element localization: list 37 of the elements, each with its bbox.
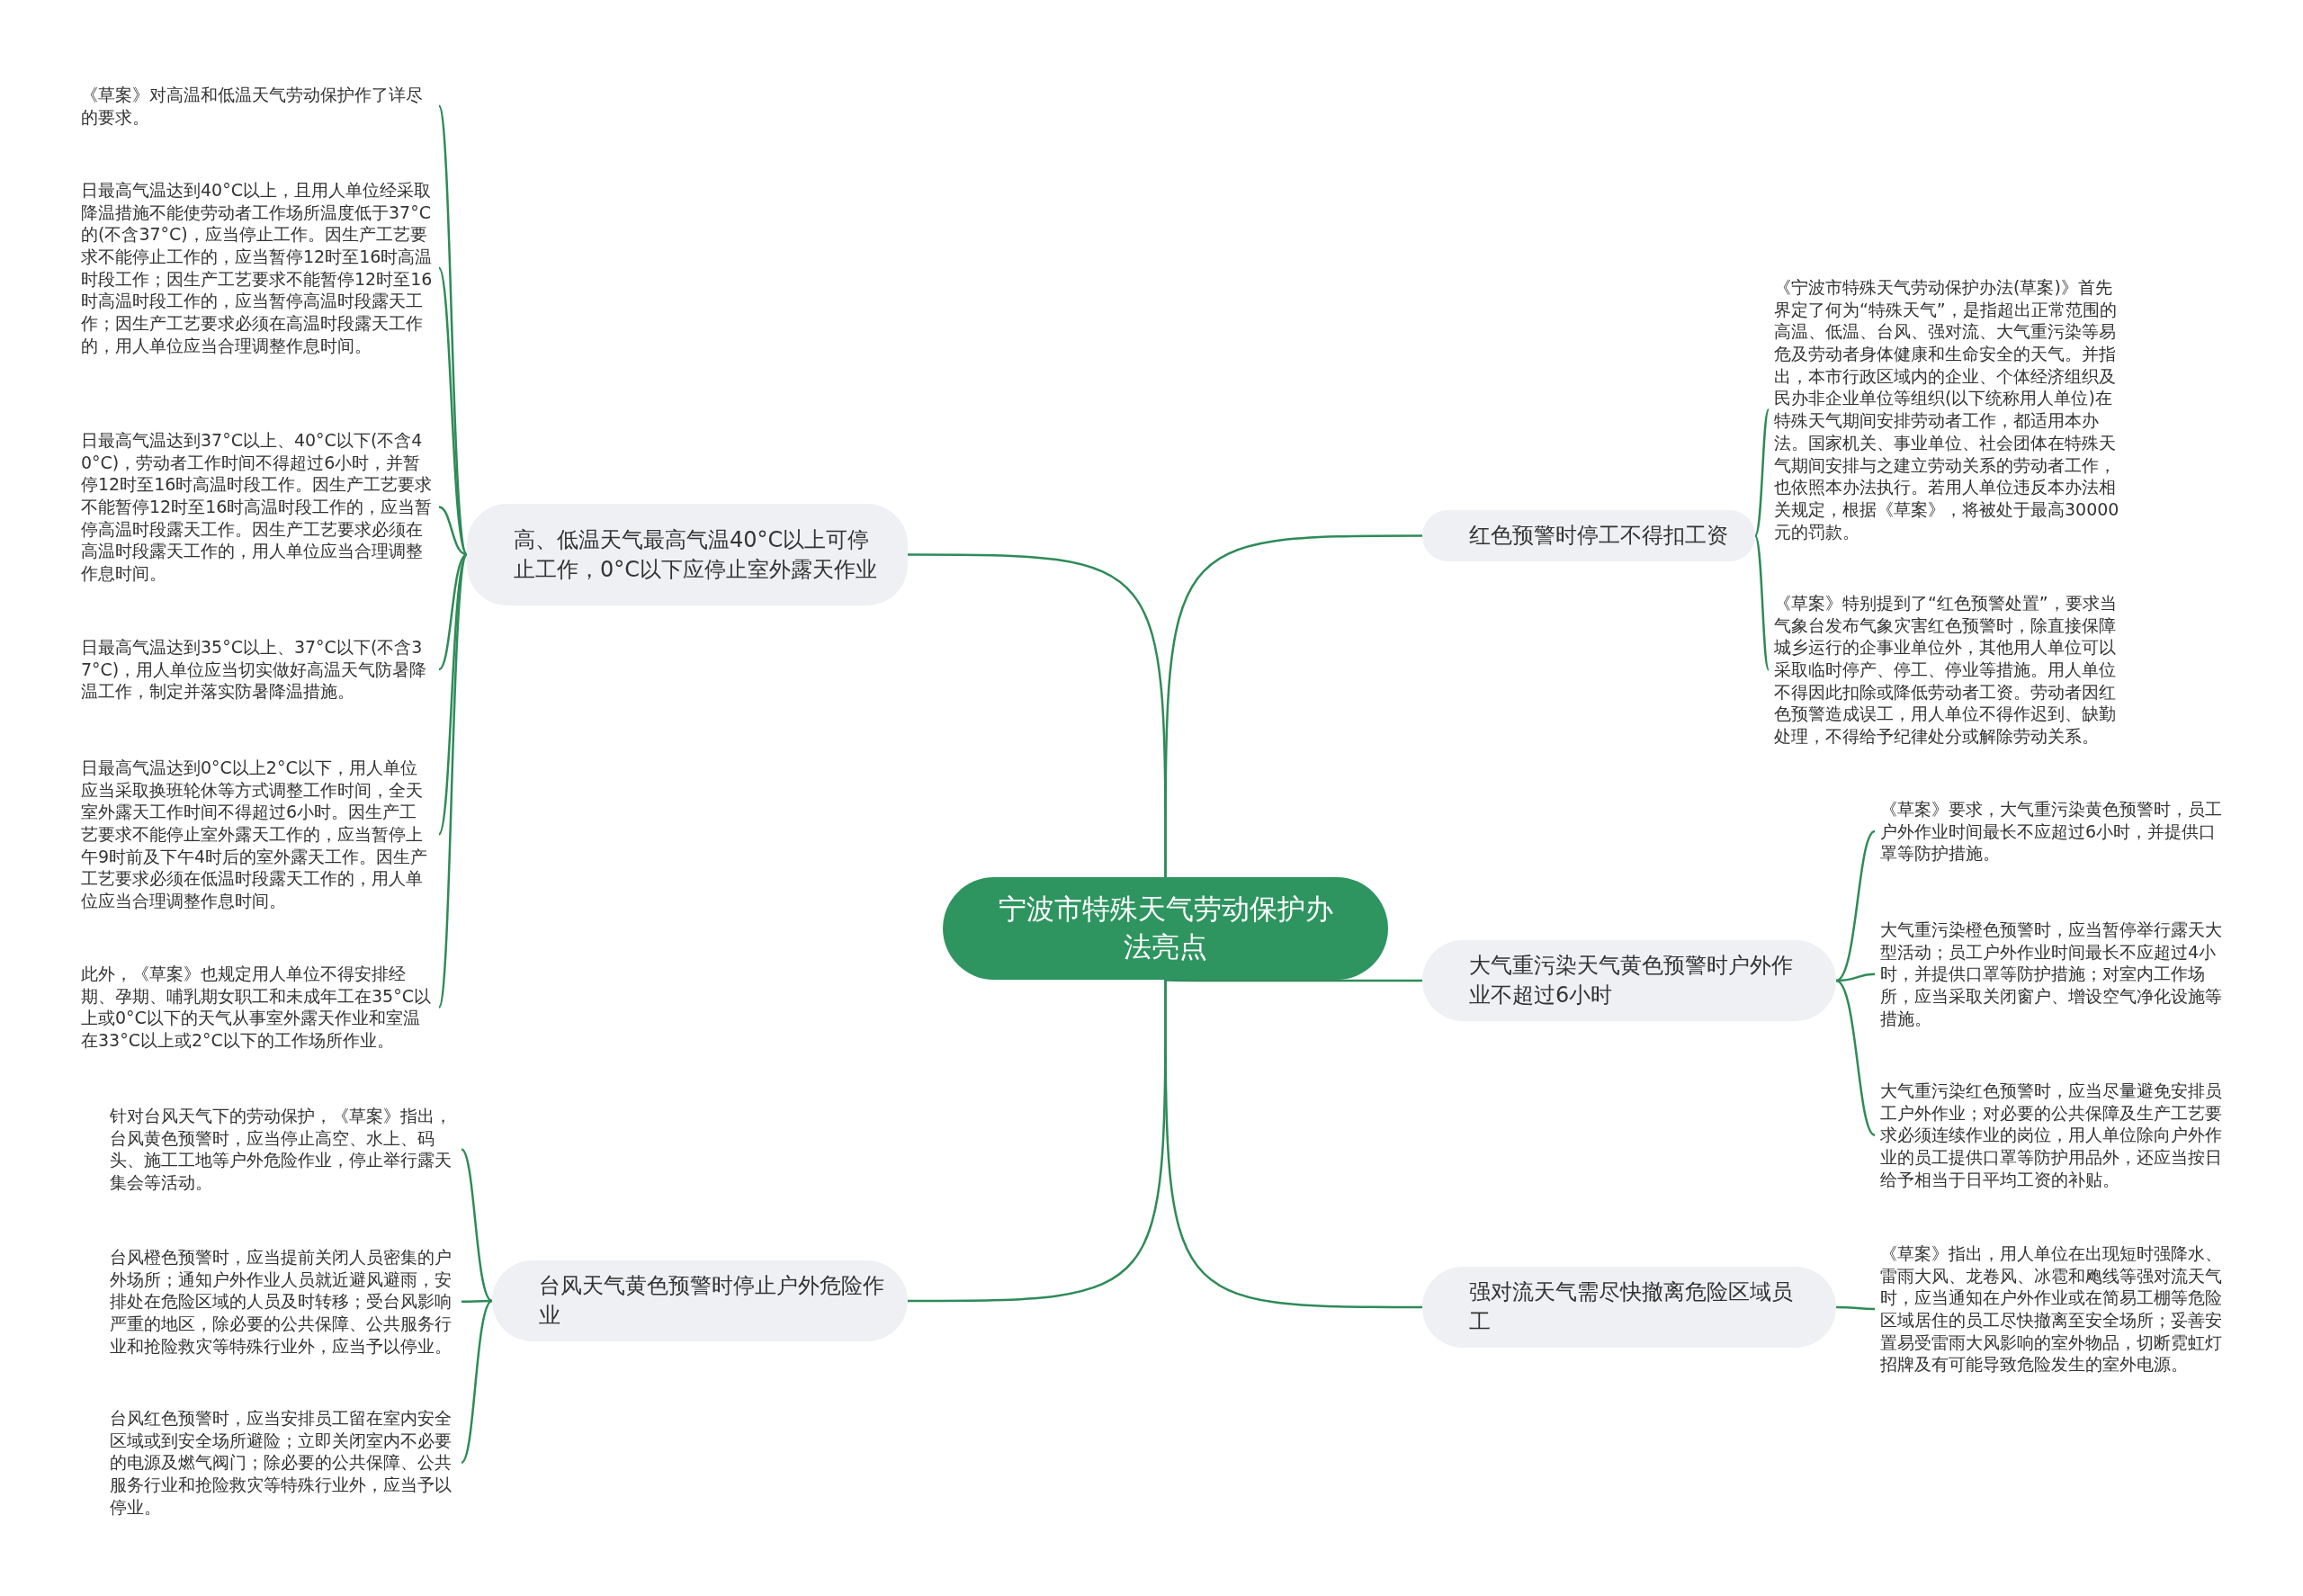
note-text: 《宁波市特殊天气劳动保护办法(草案)》首先界定了何为“特殊天气”，是指超出正常范围的高温、低温、台风、强对流、大气重污染等易危及劳动者身体健康和生命安全的天气。并指出，本市行政区域内的企业、个体经济组织及民办非企业单位等组织(以下统称用人单位)在特殊天气期间安排劳动者工作，都适用本办法。国家机关、事业单位、社会团体在特殊天气期间安排与之建立劳动关系的劳动者工作，也依照本办法执行。若用人单位违反本办法相关规定，根据《草案》，将被处于最高30000元的罚款。 [1774,276,2119,543]
connector-line [1836,1305,1875,1311]
note-text: 针对台风天气下的劳动保护，《草案》指出，台风黄色预警时，应当停止高空、水上、码头、施工工地等户外危险作业，停止举行露天集会等活动。 [110,1105,456,1194]
note-text: 《草案》要求，大气重污染黄色预警时，员工户外作业时间最长不应超过6小时，并提供口罩等防护措施。 [1880,798,2227,865]
note-text: 台风红色预警时，应当安排员工留在室内安全区域或到安全场所避险；立即关闭室内不必要的电源及燃气阀门；除必要的公共保障、公共服务行业和抢险救灾等特殊行业外，应当予以停业。 [110,1407,456,1519]
connector-line [437,105,469,555]
connector-line [438,553,468,670]
note-text: 日最高气温达到37°C以上、40°C以下(不含40°C)，劳动者工作时间不得超过6小时，并暂停12时至16时高温时段工作。因生产工艺要求不能暂停12时至16时高温时段工作的，应当暂停高温时段露天工作。因生产工艺要求必须在高温时段露天工作的，用人单位应当合理调整作息时间。 [81,429,434,585]
note-text: 台风橙色预警时，应当提前关闭人员密集的户外场所；通知户外作业人员就近避风避雨，安排处在危险区域的人员及时转移；受台风影响严重的地区，除必要的公共保障、公共服务行业和抢险救灾等特殊行业外，应当予以停业。 [110,1246,456,1358]
connector-line [461,1299,492,1303]
connector-line [461,1148,493,1302]
note-text: 《草案》指出，用人单位在出现短时强降水、雷雨大风、龙卷风、冰雹和飑线等强对流天气时，应当通知在户外作业或在简易工棚等危险区域居住的员工尽快撤离至安全场所；妥善安置易受雷雨大风影响的室外物品，切断霓虹灯招牌及有可能导致危险发生的室外电源。 [1880,1242,2227,1376]
topic-box: 大气重污染天气黄色预警时户外作业不超过6小时 [1422,940,1836,1021]
connector-line [437,267,469,556]
note-text: 日最高气温达到40°C以上，且用人单位经采取降温措施不能使劳动者工作场所温度低于37°C的(不含37°C)，应当停止工作。因生产工艺要求不能停止工作的，应当暂停12时至16时高温时段工作；因生产工艺要求不能暂停12时至16时高温时段工作的，应当暂停高温时段露天工作；因生产工艺要求必须在高温时段露天工作的，用人单位应当合理调整作息时间。 [81,179,434,357]
connector-line [1835,979,1876,1136]
connector-line [1164,980,1422,1309]
topic-box: 强对流天气需尽快撤离危险区域员工 [1422,1267,1836,1348]
connector-line [1753,534,1770,670]
connector-line [1753,408,1770,537]
note-text: 日最高气温达到0°C以上2°C以下，用人单位应当采取换班轮休等方式调整工作时间，全天室外露天工作时间不得超过6小时。因生产工艺要求不能停止室外露天工作的，应当暂停上午9时前及下午4时后的室外露天工作。因生产工艺要求必须在低温时段露天工作的，用人单位应当合理调整作息时间。 [81,757,434,912]
connector-line [438,506,468,556]
topic-box: 红色预警时停工不得扣工资 [1422,510,1755,561]
note-text: 日最高气温达到35°C以上、37°C以下(不含37°C)，用人单位应当切实做好高温天气防暑降温工作，制定并落实防暑降温措施。 [81,636,434,704]
connector-line [461,1300,493,1464]
note-text: 此外，《草案》也规定用人单位不得安排经期、孕期、哺乳期女职工和未成年工在35°C以上或0°C以下的天气从事室外露天作业和室温在33°C以上或2°C以下的工作场所作业。 [81,963,434,1052]
note-text: 《草案》对高温和低温天气劳动保护作了详尽的要求。 [81,84,434,129]
topic-box: 高、低温天气最高气温40°C以上可停止工作，0°C以下应停止室外露天作业 [467,504,908,605]
connector-line [1835,830,1876,982]
topic-box: 台风天气黄色预警时停止户外危险作业 [492,1260,908,1341]
connector-line [1164,534,1422,877]
connector-line [1165,978,1422,982]
note-text: 大气重污染橙色预警时，应当暂停举行露天大型活动；员工户外作业时间最长不应超过4小时，并提供口罩等防护措施；对室内工作场所，应当采取关闭窗户、增设空气净化设施等措施。 [1880,919,2227,1030]
note-text: 《草案》特别提到了“红色预警处置”，要求当气象台发布气象灾害红色预警时，除直接保障城乡运行的企事业单位外，其他用人单位可以采取临时停产、停工、停业等措施。用人单位不得因此扣除或降低劳动者工资。劳动者因红色预警造成误工，用人单位不得作迟到、缺勤处理，不得给予纪律处分或解除劳动关系。 [1774,592,2119,748]
connector-line [437,554,469,1008]
note-text: 大气重污染红色预警时，应当尽量避免安排员工户外作业；对必要的公共保障及生产工艺要求必须连续作业的岗位，用人单位除向户外作业的员工提供口罩等防护用品外，还应当按日给予相当于日平均工资的补贴。 [1880,1080,2227,1191]
central-topic: 宁波市特殊天气劳动保护办法亮点 [943,877,1388,980]
